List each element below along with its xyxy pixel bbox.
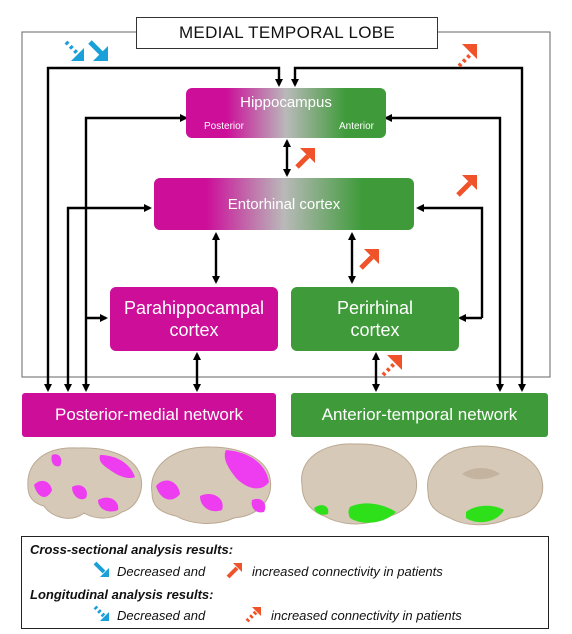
conn-pm-hipp	[44, 66, 283, 392]
hippocampus-label: Hippocampus	[240, 94, 332, 111]
legend-cross-decreased-label: Decreased and	[117, 564, 206, 579]
legend: Cross-sectional analysis results: Decrea…	[21, 536, 549, 629]
hippocampus-posterior-label: Posterior	[204, 121, 245, 132]
legend-cross-decreased-icon	[93, 561, 109, 577]
legend-long-increased-icon	[245, 607, 261, 623]
legend-long-decreased-label: Decreased and	[117, 608, 206, 623]
parahippocampal-node: Parahippocampal cortex	[110, 287, 278, 351]
parahippocampal-label-line1: Parahippocampal	[123, 298, 265, 318]
legend-cross-heading: Cross-sectional analysis results:	[30, 542, 234, 557]
posterior-medial-network-label: Posterior-medial network	[54, 405, 243, 424]
brain-pm-medial	[151, 446, 272, 524]
legend-cross-increased-icon	[226, 563, 242, 579]
posterior-medial-network-node: Posterior-medial network	[22, 393, 276, 437]
connections	[44, 66, 526, 392]
brain-pm-lateral	[27, 447, 143, 519]
brain-at-medial	[427, 445, 544, 526]
parahippocampal-label-line2: cortex	[169, 320, 219, 340]
anterior-temporal-network-node: Anterior-temporal network	[291, 393, 548, 437]
conn-pm-ento	[64, 204, 152, 392]
conn-at-hipp-ant	[384, 114, 504, 392]
increased-cross-arrow-hipp	[295, 148, 315, 169]
legend-cross-increased-label: increased connectivity in patients	[252, 564, 443, 579]
result-arrows	[64, 40, 477, 377]
legend-long-increased-label: increased connectivity in patients	[271, 608, 462, 623]
perirhinal-label-line2: cortex	[350, 320, 400, 340]
decreased-longitudinal-arrow	[64, 40, 84, 61]
increased-cross-arrow-ento	[456, 175, 477, 197]
hippocampus-anterior-label: Anterior	[338, 121, 374, 132]
decreased-cross-arrow	[88, 40, 108, 61]
anterior-temporal-network-label: Anterior-temporal network	[321, 405, 518, 424]
increased-longitudinal-arrow-top	[457, 44, 477, 68]
legend-long-decreased-icon	[93, 605, 109, 621]
conn-at-ento	[416, 204, 484, 318]
brain-at-lateral	[301, 443, 418, 525]
perirhinal-node: Perirhinal cortex	[291, 287, 459, 351]
increased-longitudinal-arrow-peri	[381, 355, 402, 377]
diagram-title: MEDIAL TEMPORAL LOBE	[136, 17, 438, 49]
increased-cross-arrow-peri	[359, 249, 379, 270]
hippocampus-node: Hippocampus Posterior Anterior	[186, 88, 386, 138]
entorhinal-node: Entorhinal cortex	[154, 178, 414, 230]
legend-long-heading: Longitudinal analysis results:	[30, 587, 214, 602]
entorhinal-label: Entorhinal cortex	[227, 195, 341, 213]
conn-at-hipp	[291, 66, 526, 392]
perirhinal-label-line1: Perirhinal	[336, 298, 414, 318]
